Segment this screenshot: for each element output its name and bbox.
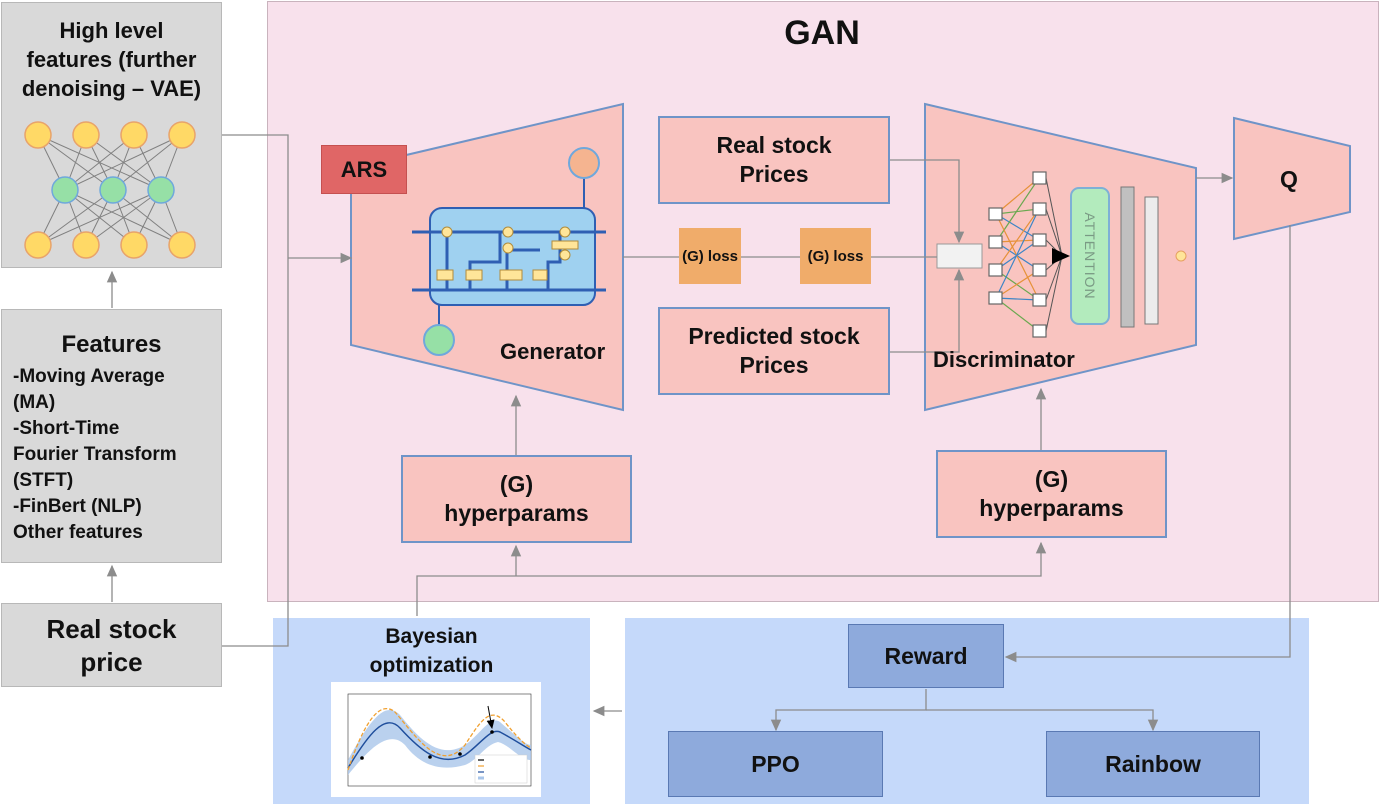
bayesian-title-line: Bayesian xyxy=(385,625,478,648)
features-item: Other features xyxy=(13,522,143,543)
gp-estimate-thumbnail xyxy=(331,682,541,797)
attention-label: ATTENTION xyxy=(1082,212,1098,300)
reward-box: Reward xyxy=(848,624,1004,688)
real-stock-price-box xyxy=(1,603,222,687)
vae-network-icon xyxy=(24,121,196,259)
discriminator-hyperparams-box: (G) hyperparams xyxy=(936,450,1167,538)
ars-box: ARS xyxy=(321,145,407,194)
gan-title: GAN xyxy=(784,14,860,52)
features-item: -Short-Time xyxy=(13,418,120,439)
generator-hyperparams-box: (G) hyperparams xyxy=(401,455,632,543)
features-list: -Moving Average (MA) -Short-Time Fourier… xyxy=(13,364,218,546)
high-level-features-title: High level features (further denoising –… xyxy=(1,16,222,103)
real-stock-price-label: Real stock price xyxy=(1,613,222,679)
real-stock-price-line: Real stock xyxy=(46,614,177,644)
predicted-stock-prices-line: Predicted stock xyxy=(688,323,860,349)
features-item: Fourier Transform xyxy=(13,444,177,465)
attention-network-icon xyxy=(936,171,1187,338)
features-item: -Moving Average xyxy=(13,366,165,387)
ppo-box: PPO xyxy=(668,731,883,797)
generator-loss-box-left: (G) loss xyxy=(679,228,741,284)
lstm-cell-icon xyxy=(412,147,606,356)
real-stock-price-line: price xyxy=(80,647,143,677)
high-level-title-line: denoising – VAE) xyxy=(21,76,202,101)
high-level-title-line: High level xyxy=(59,18,164,43)
generator-label: Generator xyxy=(500,339,606,364)
rainbow-box: Rainbow xyxy=(1046,731,1260,797)
hyperparams-line: hyperparams xyxy=(979,495,1124,521)
q-label: Q xyxy=(1280,166,1298,192)
bayesian-title-line: optimization xyxy=(369,654,494,677)
predicted-stock-prices-box: Predicted stock Prices xyxy=(658,307,890,395)
predicted-stock-prices-line: Prices xyxy=(739,352,809,378)
features-item: (MA) xyxy=(13,392,56,413)
discriminator-label: Discriminator xyxy=(933,347,1075,372)
generator-loss-box-right: (G) loss xyxy=(800,228,871,284)
features-box xyxy=(1,309,222,563)
high-level-title-line: features (further xyxy=(26,47,197,72)
real-stock-prices-line: Prices xyxy=(739,161,809,187)
hyperparams-line: hyperparams xyxy=(444,500,589,526)
real-stock-prices-box: Real stock Prices xyxy=(658,116,890,204)
real-stock-prices-line: Real stock xyxy=(716,132,832,158)
q-shape xyxy=(1233,116,1351,241)
hyperparams-line: (G) xyxy=(499,471,534,497)
bayesian-optimization-title: Bayesian optimization xyxy=(273,622,590,680)
features-title: Features xyxy=(61,331,162,358)
ars-label: ARS xyxy=(340,156,388,182)
connector-lines xyxy=(106,134,1291,732)
hyperparams-line: (G) xyxy=(1034,466,1069,492)
features-item: (STFT) xyxy=(13,470,74,491)
features-item: -FinBert (NLP) xyxy=(13,496,142,517)
